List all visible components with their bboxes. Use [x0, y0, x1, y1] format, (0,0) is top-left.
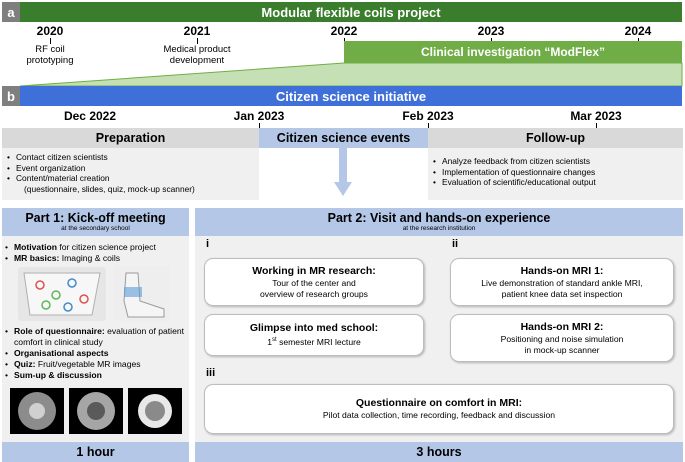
year-2023: 2023	[477, 24, 505, 38]
year-2022: 2022	[330, 24, 358, 38]
tick-mar	[596, 123, 597, 128]
prep-item-detail-text: (questionnaire, slides, quiz, mock-up sc…	[24, 183, 195, 194]
tick-feb	[428, 123, 429, 128]
section-marker-ii: ii	[452, 238, 459, 250]
part1-item: Motivation for citizen science project	[4, 242, 187, 253]
followup-item: Evaluation of scientific/educational out…	[432, 177, 683, 188]
followup-header: Follow-up	[428, 128, 683, 148]
card-text: 1st semester MRI lecture	[267, 337, 361, 348]
card-title: Hands-on MRI 2:	[520, 321, 604, 333]
mr-image-orange-inner	[145, 401, 165, 421]
card-text: Pilot data collection, time recording, f…	[322, 410, 556, 421]
section-marker-i: i	[206, 238, 210, 250]
clinical-investigation-bar: Clinical investigation “ModFlex”	[344, 41, 682, 63]
part2-title: Part 2: Visit and hands-on experience	[327, 210, 551, 225]
part1-list-bottom: Role of questionnaire: evaluation of pat…	[4, 326, 187, 381]
ankle-coil-band	[124, 287, 142, 297]
month-mar-2023: Mar 2023	[570, 109, 622, 123]
events-down-arrow	[334, 148, 352, 196]
part1-duration: 1 hour	[2, 442, 189, 462]
coil-illustration	[18, 267, 170, 321]
card-glimpse-med-school: Glimpse into med school: 1st semester MR…	[204, 314, 424, 356]
coil-element-green	[51, 290, 61, 300]
month-feb-2023: Feb 2023	[402, 109, 454, 123]
tick-2020	[50, 38, 51, 44]
card-working-in-mr-research: Working in MR research: Tour of the cent…	[204, 258, 424, 306]
zoom-funnel-shape	[19, 62, 683, 87]
coil-pad-shape	[23, 272, 101, 316]
card-title: Questionnaire on comfort in MRI:	[355, 397, 523, 410]
coil-element-blue	[63, 302, 73, 312]
month-jan-2023: Jan 2023	[233, 109, 285, 123]
card-hands-on-mri-2: Hands-on MRI 2: Positioning and noise si…	[450, 314, 674, 362]
part1-item: Quiz: Fruit/vegetable MR images	[4, 359, 187, 370]
part1-item: Sum-up & discussion	[4, 370, 187, 381]
prep-item: Event organization	[6, 163, 259, 174]
prep-item: Content/material creation	[6, 173, 259, 184]
card-hands-on-mri-1: Hands-on MRI 1: Live demonstration of st…	[450, 258, 674, 306]
followup-item: Analyze feedback from citizen scientists	[432, 156, 683, 167]
clinical-investigation-label: Clinical investigation “ModFlex”	[420, 45, 606, 59]
coils-project-bar: Modular flexible coils project	[20, 2, 682, 22]
mr-image-pepper-inner	[87, 402, 105, 420]
card-text: Tour of the center and overview of resea…	[260, 278, 368, 299]
milestone-medical-product: Medical product development	[163, 44, 231, 66]
part2-header: Part 2: Visit and hands-on experience at…	[195, 208, 683, 236]
card-questionnaire: Questionnaire on comfort in MRI: Pilot d…	[204, 384, 674, 434]
year-2020: 2020	[36, 24, 64, 38]
coil-element-blue	[67, 278, 77, 288]
followup-list: Analyze feedback from citizen scientists…	[432, 156, 683, 188]
panel-b-label: b	[2, 86, 20, 106]
mr-image-kiwi-core	[29, 403, 45, 419]
prep-item-detail: (questionnaire, slides, quiz, mock-up sc…	[6, 184, 259, 195]
followup-box: Analyze feedback from citizen scientists…	[428, 148, 683, 200]
year-2021: 2021	[183, 24, 211, 38]
card-text: Positioning and noise simulation in mock…	[500, 334, 624, 355]
mr-fruit-images	[10, 388, 182, 434]
year-2024: 2024	[624, 24, 652, 38]
section-marker-iii: iii	[206, 367, 216, 379]
arrow-head	[334, 182, 352, 196]
ankle-coil-shape	[123, 272, 165, 318]
events-header: Citizen science events	[259, 128, 428, 148]
coil-element-red	[35, 280, 45, 290]
panel-a-label: a	[2, 2, 20, 22]
part1-header: Part 1: Kick-off meeting at the secondar…	[2, 208, 189, 236]
part1-list-top: Motivation for citizen science project M…	[4, 242, 187, 264]
card-title: Hands-on MRI 1:	[520, 265, 604, 277]
coil-element-red	[79, 294, 89, 304]
preparation-list: Contact citizen scientists Event organiz…	[6, 152, 259, 194]
part1-subtitle: at the secondary school	[61, 224, 130, 232]
part2-subtitle: at the research institution	[402, 224, 476, 232]
citizen-science-bar: Citizen science initiative	[20, 86, 682, 106]
part1-title: Part 1: Kick-off meeting	[25, 210, 166, 225]
zoom-connector	[19, 62, 683, 87]
card-title: Working in MR research:	[252, 265, 376, 277]
preparation-box: Contact citizen scientists Event organiz…	[2, 148, 259, 200]
part2-duration: 3 hours	[195, 442, 683, 462]
part1-item: Role of questionnaire: evaluation of pat…	[4, 326, 187, 348]
part1-item: Organisational aspects	[4, 348, 187, 359]
preparation-header: Preparation	[2, 128, 259, 148]
tick-2021	[197, 38, 198, 44]
month-dec-2022: Dec 2022	[63, 109, 117, 123]
milestone-rf-coil: RF coil prototyping	[26, 44, 74, 66]
coil-element-green	[41, 300, 51, 310]
card-text: Live demonstration of standard ankle MRI…	[481, 278, 643, 299]
card-title: Glimpse into med school:	[249, 322, 379, 335]
arrow-shaft	[339, 148, 347, 182]
followup-item: Implementation of questionnaire changes	[432, 167, 683, 178]
prep-item: Contact citizen scientists	[6, 152, 259, 163]
tick-jan	[259, 123, 260, 128]
part1-item: MR basics: Imaging & coils	[4, 253, 187, 264]
